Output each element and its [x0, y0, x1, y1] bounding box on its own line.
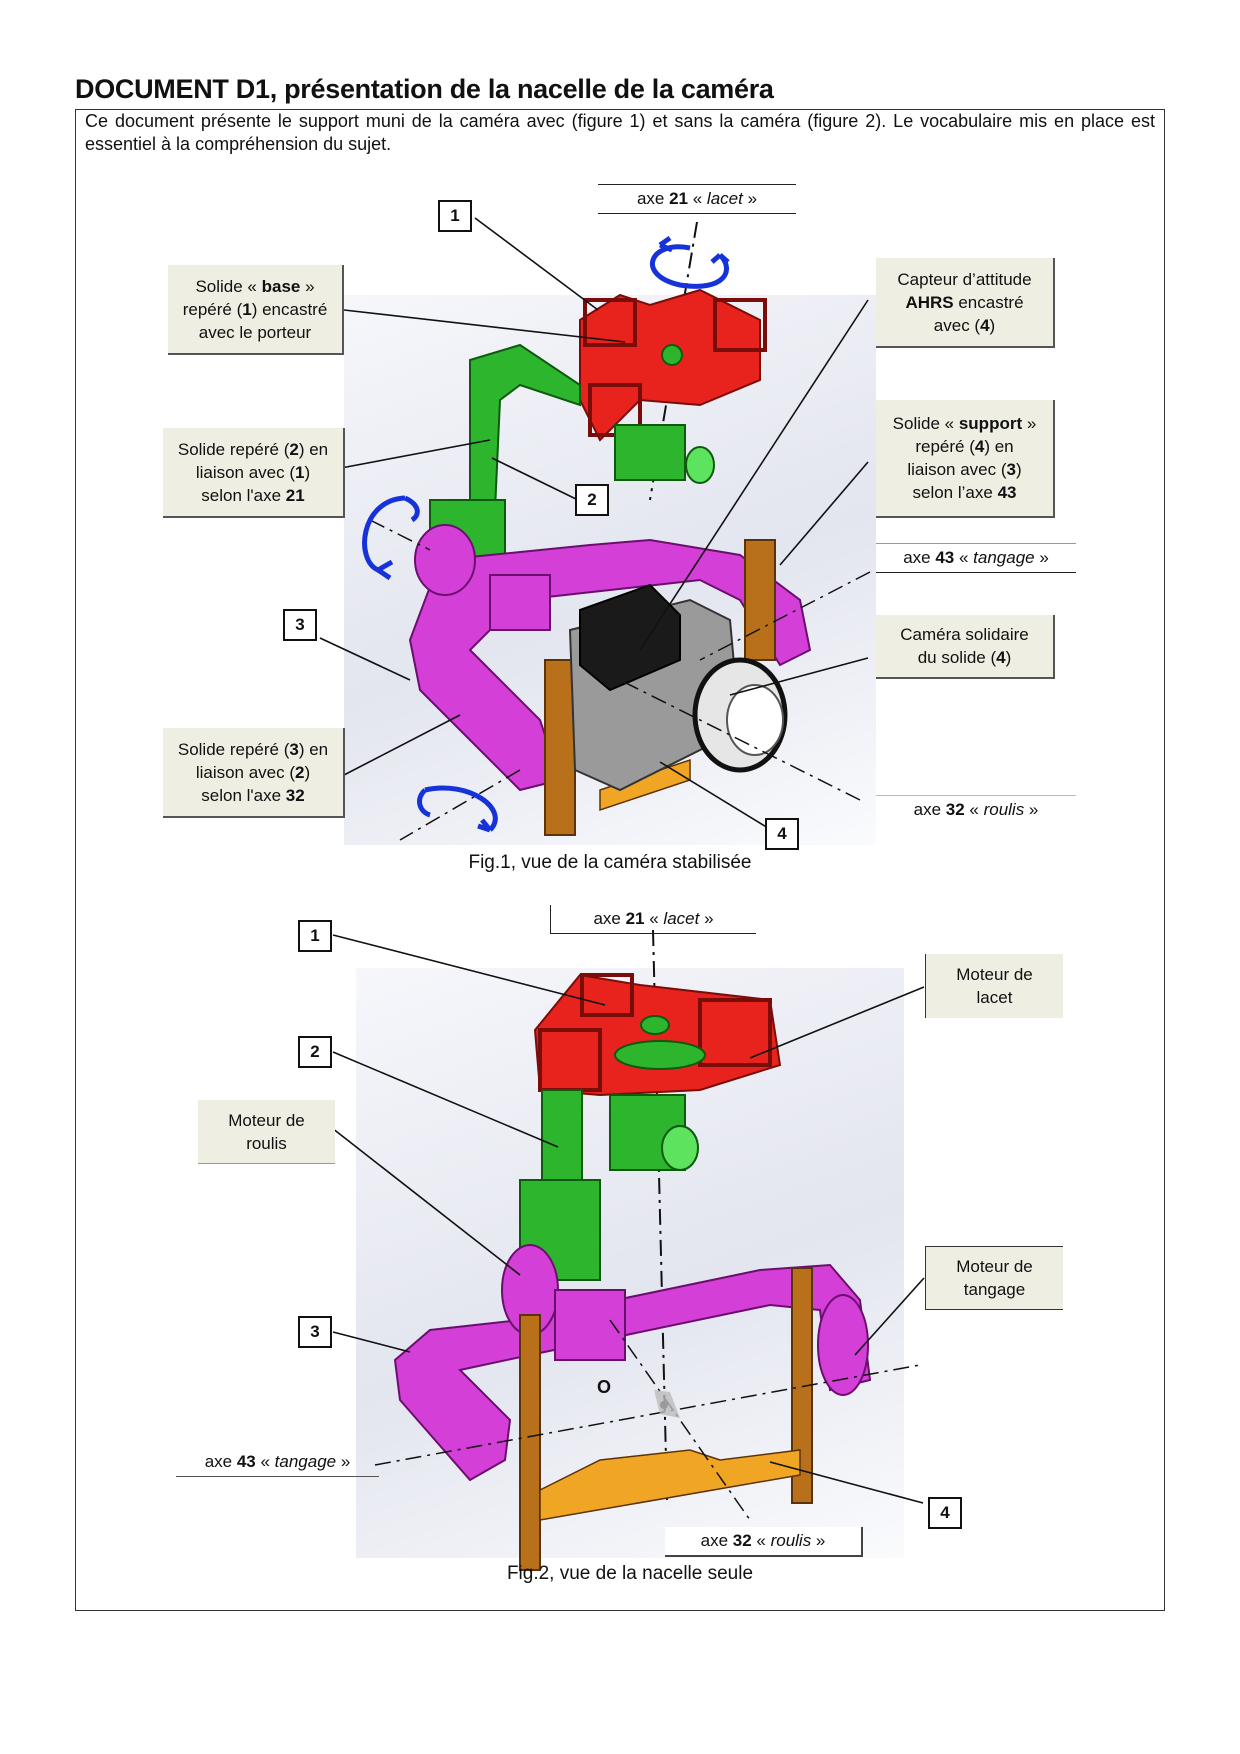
fig1-axis-21-label: axe 21 « lacet »	[598, 184, 796, 214]
fig2-axis-43-label: axe 43 « tangage »	[176, 1448, 379, 1477]
fig1-callout-support: Solide « support » repéré (4) en liaison…	[876, 400, 1055, 518]
fig2-callout-moteur-roulis: Moteur de roulis	[198, 1100, 335, 1164]
fig1-marker-2: 2	[575, 484, 609, 516]
fig1-callout-camera: Caméra solidaire du solide (4)	[876, 615, 1055, 679]
fig1-callout-ahrs: Capteur d’attitude AHRS encastré avec (4…	[876, 258, 1055, 348]
fig2-axis-21-label: axe 21 « lacet »	[550, 905, 756, 934]
intro-paragraph: Ce document présente le support muni de …	[85, 111, 1155, 154]
document-title: DOCUMENT D1, présentation de la nacelle …	[75, 74, 774, 104]
fig1-marker-1: 1	[438, 200, 472, 232]
fig1-marker-4: 4	[765, 818, 799, 850]
fig2-callout-moteur-lacet: Moteur de lacet	[925, 954, 1063, 1018]
fig2-origin-label: O	[597, 1377, 612, 1397]
fig2-marker-2: 2	[298, 1036, 332, 1068]
fig1-render-background	[344, 295, 876, 845]
fig1-callout-solide-3: Solide repéré (3) en liaison avec (2) se…	[163, 728, 345, 818]
fig2-marker-4: 4	[928, 1497, 962, 1529]
fig1-axis-32-label: axe 32 « roulis »	[876, 795, 1076, 824]
fig2-marker-3: 3	[298, 1316, 332, 1348]
fig2-axis-32-label: axe 32 « roulis »	[665, 1527, 863, 1557]
fig2-callout-moteur-tangage: Moteur de tangage	[925, 1246, 1063, 1310]
fig1-callout-base: Solide « base » repéré (1) encastré avec…	[168, 265, 344, 355]
fig2-marker-1: 1	[298, 920, 332, 952]
fig1-caption: Fig.1, vue de la caméra stabilisée	[468, 852, 752, 873]
document-frame	[75, 109, 1165, 1611]
fig2-caption: Fig.2, vue de la nacelle seule	[506, 1563, 754, 1584]
fig1-axis-43-label: axe 43 « tangage »	[876, 543, 1076, 573]
fig1-callout-solide-2: Solide repéré (2) en liaison avec (1) se…	[163, 428, 345, 518]
fig2-render-background	[356, 968, 904, 1558]
fig1-marker-3: 3	[283, 609, 317, 641]
